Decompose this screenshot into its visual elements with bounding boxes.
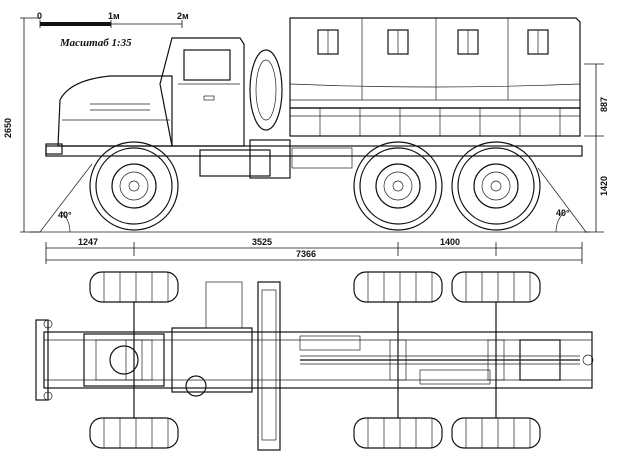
side-view: [30, 17, 590, 233]
dim-front-overhang: 1247: [78, 237, 99, 247]
side-dimensions: [20, 17, 604, 264]
dim-wheelbase-front: 3525: [252, 237, 273, 247]
dim-approach-angle: 40°: [58, 210, 72, 220]
dim-overall-length: 7366: [296, 249, 317, 259]
dim-cover-height: 887: [599, 96, 609, 112]
side-wheel-rear: [451, 141, 541, 231]
spare-tire: [249, 49, 283, 131]
side-wheel-middle: [353, 141, 443, 231]
steering-wheel: [185, 375, 207, 397]
dim-overall-height: 2650: [3, 117, 13, 138]
scale-tick-0: 0: [37, 11, 43, 21]
cover-windows: [317, 29, 549, 55]
scale-tick-1: 1м: [108, 11, 120, 21]
scale-bar: [39, 20, 183, 28]
scale-label: Масштаб 1:35: [60, 37, 132, 49]
scale-tick-2: 2м: [177, 11, 189, 21]
top-wheels: [89, 271, 541, 449]
dim-frame-height: 1420: [599, 175, 609, 196]
top-view: [35, 271, 594, 451]
dim-wheelbase-rear: 1400: [440, 237, 461, 247]
dim-departure-angle: 40°: [556, 208, 570, 218]
side-wheel-front: [89, 141, 179, 231]
